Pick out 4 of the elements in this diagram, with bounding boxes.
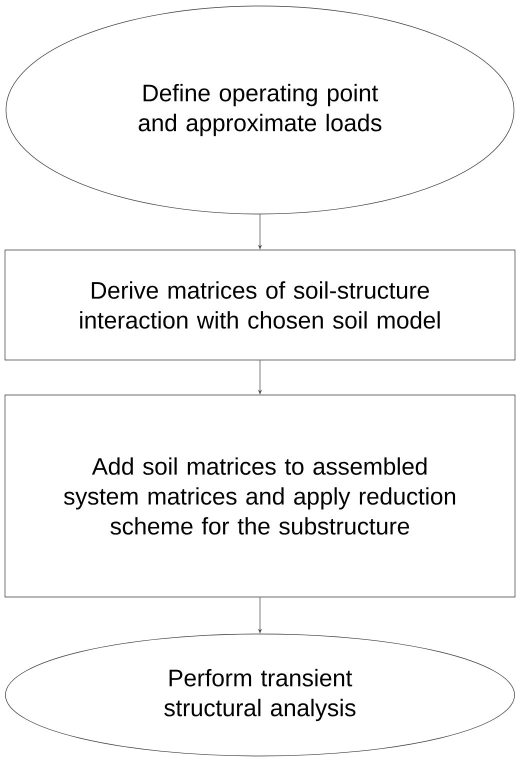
oval-node: Define operating point and approximate loads <box>6 6 514 214</box>
oval-node: Perform transient structural analysis <box>5 634 515 756</box>
process-box: Derive matrices of soil-structure interaction with chosen soil model <box>4 250 516 360</box>
process-box: Add soil matrices to assembled system matrices and apply reduction scheme for the substructure <box>4 394 516 598</box>
